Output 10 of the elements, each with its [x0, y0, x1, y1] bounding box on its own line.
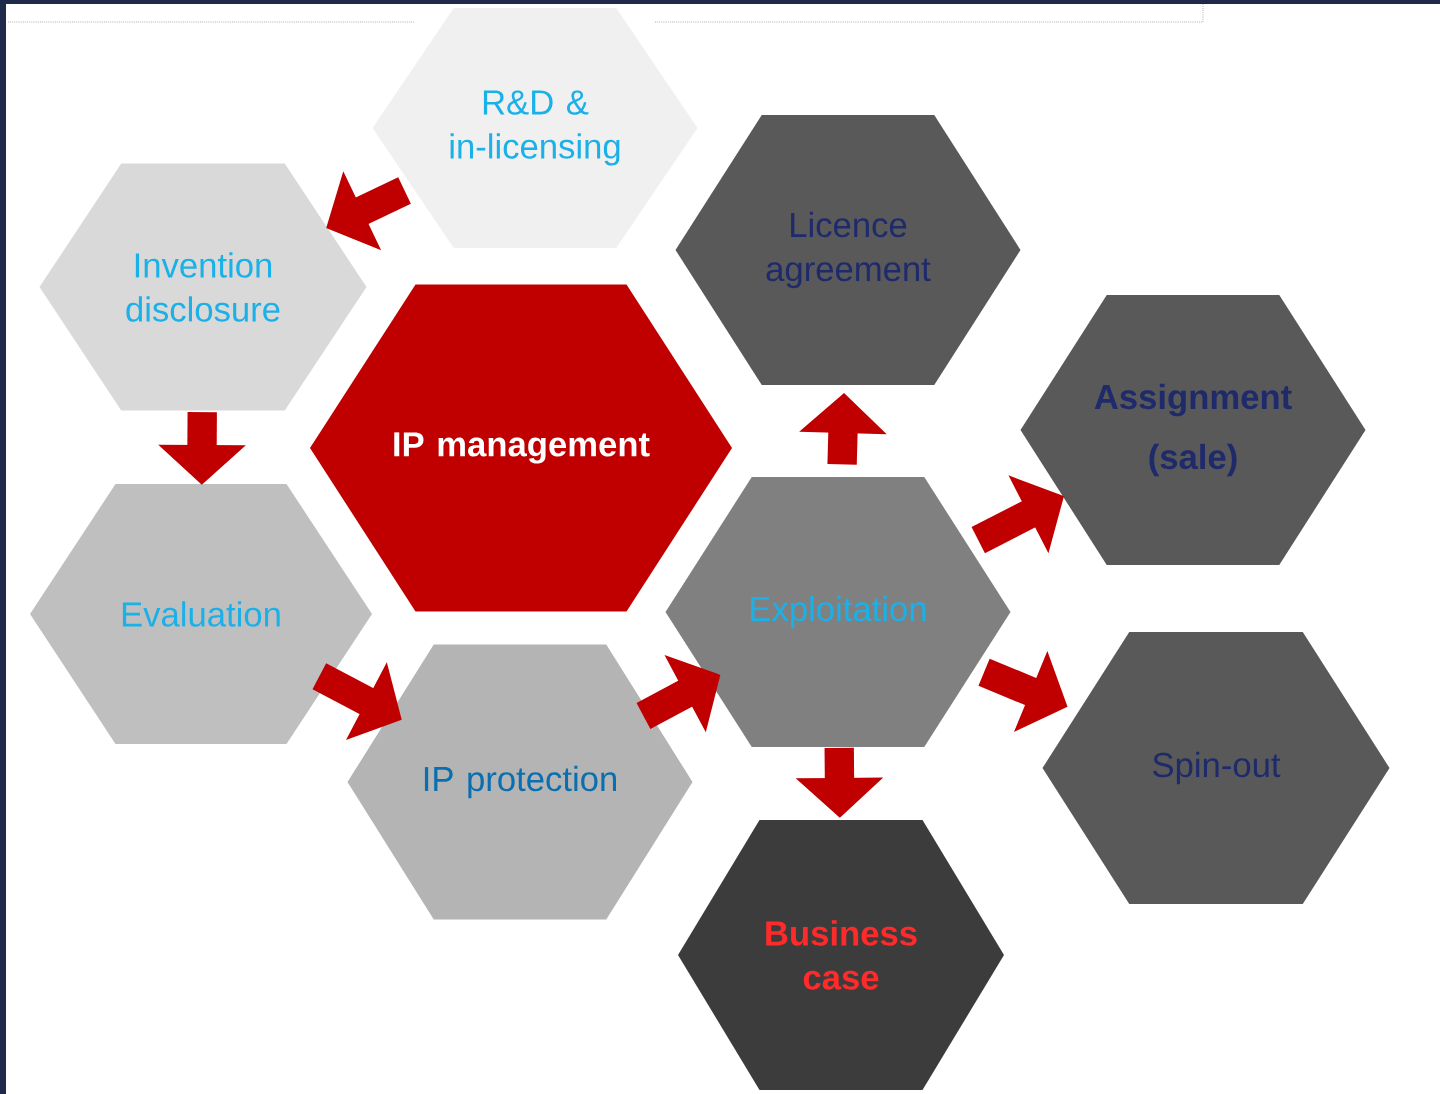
hexagon: R&D & in-licensing	[372, 8, 698, 248]
hexagon: Evaluation	[30, 484, 372, 744]
hexagon: IP management	[310, 284, 732, 612]
hexagon: Licence agreement	[675, 115, 1021, 385]
hexagon: Assignment (sale)	[1020, 295, 1366, 565]
hexagon: Business case	[678, 820, 1004, 1090]
hexagon: Spin-out	[1042, 632, 1390, 904]
hexagon: Invention disclosure	[39, 163, 367, 411]
hexagon: IP protection	[347, 644, 693, 920]
hexagon: Exploitation	[665, 477, 1011, 747]
